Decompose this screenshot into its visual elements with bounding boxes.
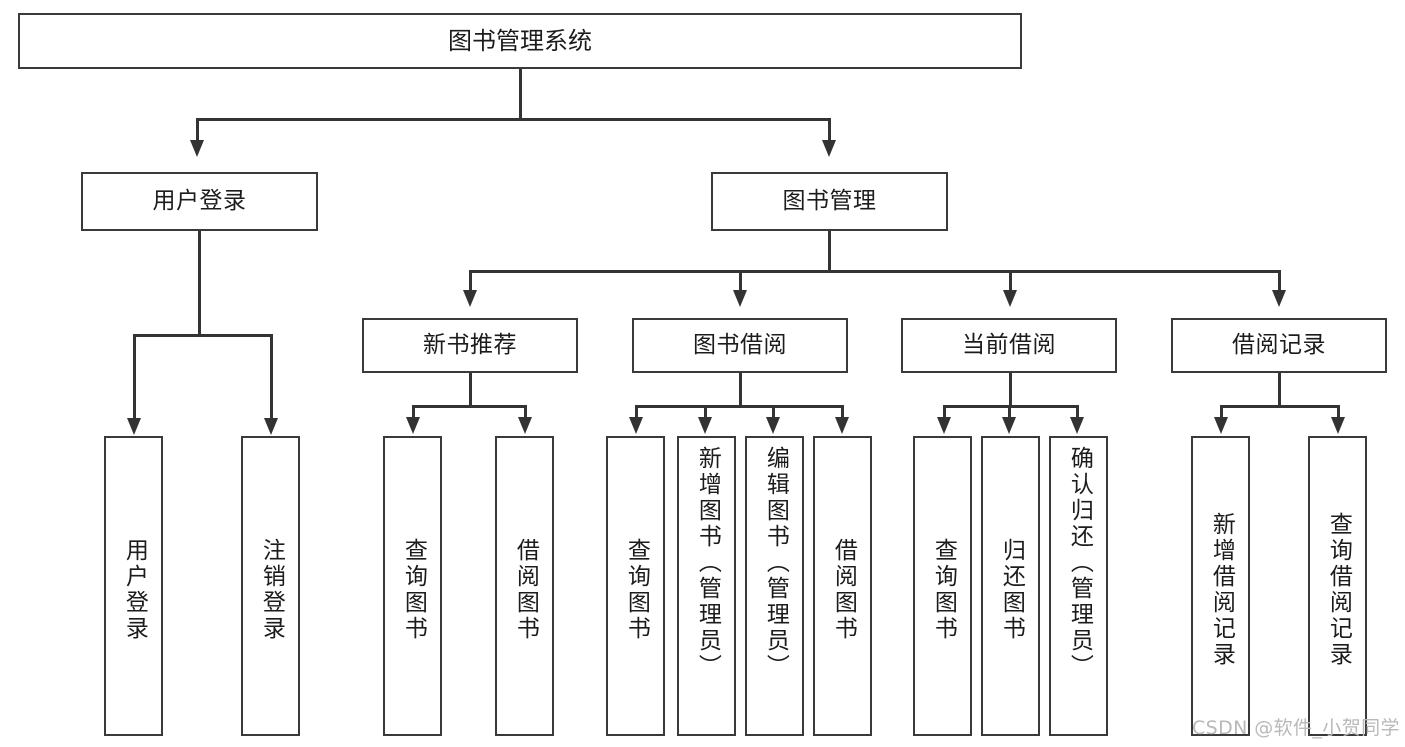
node-user-login[interactable]: 用户登录 (81, 172, 318, 231)
connector-record-stem (1278, 373, 1281, 406)
connector-root-leg-left (196, 118, 199, 140)
leaf-borrow-query-book[interactable]: 查询图书 (606, 436, 665, 736)
leaf-recommend-query-book[interactable]: 查询图书 (383, 436, 442, 736)
connector-borrow-leg-2 (704, 405, 707, 419)
connector-record-leg-2 (1337, 405, 1340, 419)
connector-current-bus (944, 405, 1079, 408)
connector-book-manage-leg-2 (739, 270, 742, 292)
leaf-current-query-book[interactable]: 查询图书 (913, 436, 972, 736)
connector-book-manage-leg-1 (469, 270, 472, 292)
node-current-borrow[interactable]: 当前借阅 (901, 318, 1117, 373)
arrowhead-recommend-leaf-1 (406, 417, 420, 434)
connector-book-manage-stem (828, 231, 831, 271)
connector-recommend-stem (469, 373, 472, 406)
connector-borrow-leg-3 (772, 405, 775, 419)
leaf-record-query-record[interactable]: 查询借阅记录 (1308, 436, 1367, 736)
connector-user-login-leg-1 (133, 334, 136, 420)
connector-user-login-stem (198, 231, 201, 335)
node-root-system[interactable]: 图书管理系统 (18, 13, 1022, 69)
connector-borrow-leg-1 (635, 405, 638, 419)
leaf-current-return-book[interactable]: 归还图书 (981, 436, 1040, 736)
connector-root-bus (197, 118, 831, 121)
arrowhead-borrow-leaf-1 (629, 417, 643, 434)
arrowhead-to-new-book-recommend (463, 290, 477, 307)
connector-current-stem (1009, 373, 1012, 406)
leaf-borrow-add-book-admin[interactable]: 新增图书（管理员） (677, 436, 736, 736)
leaf-borrow-borrow-book[interactable]: 借阅图书 (813, 436, 872, 736)
arrowhead-record-leaf-2 (1331, 417, 1345, 434)
leaf-borrow-edit-book-admin[interactable]: 编辑图书（管理员） (745, 436, 804, 736)
connector-recommend-bus (413, 405, 527, 408)
arrowhead-to-current-borrow (1003, 290, 1017, 307)
arrowhead-to-book-manage (822, 140, 836, 157)
arrowhead-borrow-leaf-4 (835, 417, 849, 434)
arrowhead-to-book-borrow (733, 290, 747, 307)
arrowhead-recommend-leaf-2 (518, 417, 532, 434)
arrowhead-borrow-leaf-2 (698, 417, 712, 434)
arrowhead-user-login-leaf-1 (127, 418, 141, 435)
leaf-record-add-record[interactable]: 新增借阅记录 (1191, 436, 1250, 736)
connector-record-bus (1221, 405, 1339, 408)
connector-user-login-bus (134, 334, 272, 337)
connector-current-leg-2 (1008, 405, 1011, 419)
node-borrow-record[interactable]: 借阅记录 (1171, 318, 1387, 373)
node-new-book-recommend[interactable]: 新书推荐 (362, 318, 578, 373)
arrowhead-current-leaf-2 (1002, 417, 1016, 434)
arrowhead-to-user-login (190, 140, 204, 157)
connector-borrow-stem (739, 373, 742, 406)
connector-recommend-leg-1 (412, 405, 415, 419)
connector-user-login-leg-2 (270, 334, 273, 420)
arrowhead-record-leaf-1 (1214, 417, 1228, 434)
arrowhead-to-borrow-record (1272, 290, 1286, 307)
connector-borrow-bus (636, 405, 844, 408)
arrowhead-current-leaf-1 (937, 417, 951, 434)
connector-book-manage-leg-4 (1278, 270, 1281, 292)
arrowhead-user-login-leaf-2 (264, 418, 278, 435)
node-book-management[interactable]: 图书管理 (711, 172, 948, 231)
connector-current-leg-1 (943, 405, 946, 419)
connector-record-leg-1 (1220, 405, 1223, 419)
leaf-current-confirm-return-admin[interactable]: 确认归还（管理员） (1049, 436, 1108, 736)
leaf-user-login[interactable]: 用户登录 (104, 436, 163, 736)
arrowhead-current-leaf-3 (1070, 417, 1084, 434)
arrowhead-borrow-leaf-3 (766, 417, 780, 434)
connector-current-leg-3 (1076, 405, 1079, 419)
node-book-borrow[interactable]: 图书借阅 (632, 318, 848, 373)
leaf-logout[interactable]: 注销登录 (241, 436, 300, 736)
connector-root-stem (519, 69, 522, 119)
connector-root-leg-right (828, 118, 831, 140)
connector-book-manage-bus (470, 270, 1280, 273)
connector-book-manage-leg-3 (1009, 270, 1012, 292)
connector-borrow-leg-4 (841, 405, 844, 419)
connector-recommend-leg-2 (524, 405, 527, 419)
leaf-recommend-borrow-book[interactable]: 借阅图书 (495, 436, 554, 736)
